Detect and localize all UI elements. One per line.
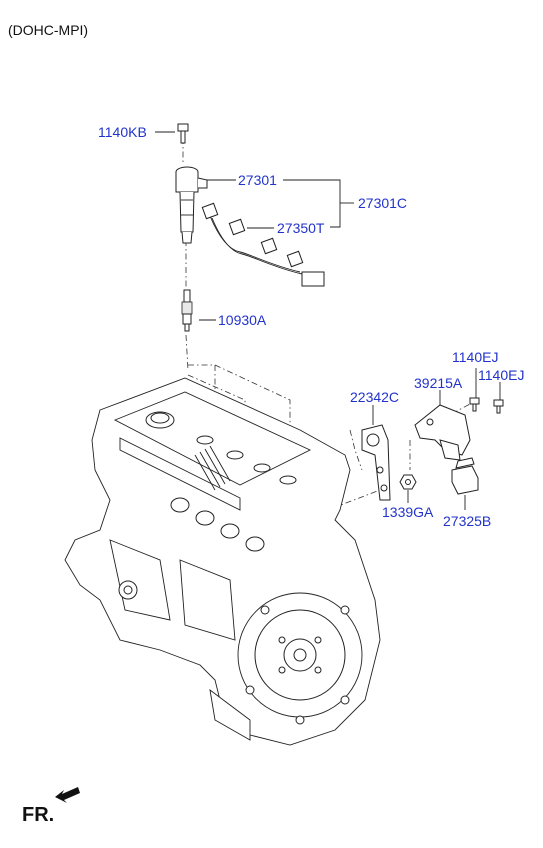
spark-plug-icon — [181, 289, 193, 332]
engine-bracket-icon — [361, 424, 391, 501]
bolt-right-2-icon — [493, 399, 504, 414]
label-bolt-right-2: 1140EJ — [478, 367, 524, 383]
label-sensor: 27325B — [443, 513, 491, 529]
label-spark-plug: 10930A — [218, 312, 267, 328]
bolt-top-icon — [177, 123, 189, 144]
front-arrow-icon — [55, 787, 80, 803]
label-ignition-coil: 27301 — [238, 172, 277, 188]
front-marker: FR. — [22, 804, 55, 826]
label-bolt-right-1: 1140EJ — [452, 349, 498, 365]
variant-header: (DOHC-MPI) — [8, 22, 89, 38]
ignition-coil-icon — [175, 166, 208, 244]
part-labels: 1140KB 27301 27301C 27350T 10930A 1140EJ… — [98, 124, 524, 529]
sensor-icon — [451, 457, 479, 495]
nut-icon — [399, 474, 417, 490]
engine-block-icon — [64, 377, 381, 746]
sensor-bracket-icon — [414, 404, 471, 461]
wiring-harness-icon — [201, 202, 325, 287]
label-coil-assembly: 27301C — [358, 195, 407, 211]
label-bracket: 39215A — [414, 375, 463, 391]
label-harness: 27350T — [277, 220, 325, 236]
label-nut: 1339GA — [382, 504, 434, 520]
label-engine-bracket: 22342C — [350, 389, 399, 405]
label-bolt-top: 1140KB — [98, 124, 147, 140]
leader-lines — [155, 131, 501, 510]
bolt-right-1-icon — [469, 397, 480, 412]
